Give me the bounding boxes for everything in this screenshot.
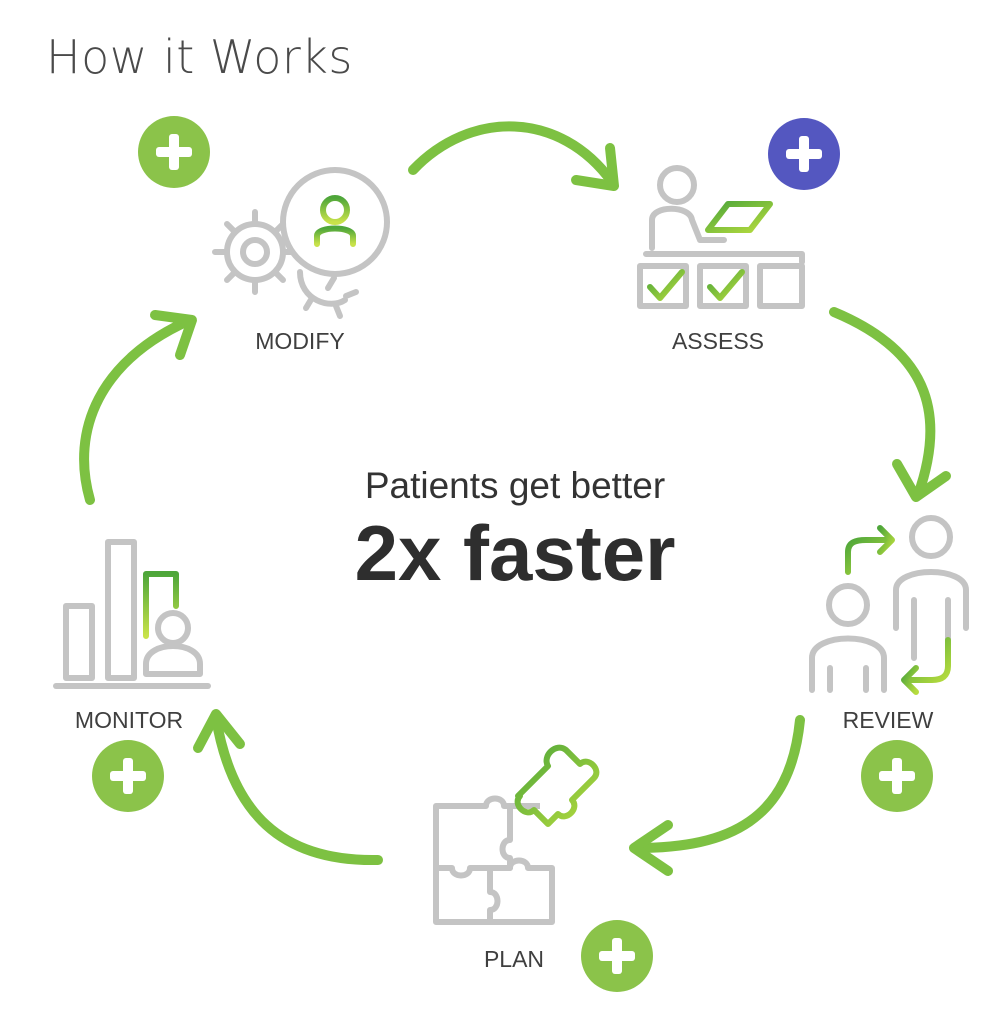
step-label-review: REVIEW — [842, 707, 934, 733]
puzzle-icon — [433, 744, 600, 925]
center-subtitle: Patients get better — [364, 465, 666, 506]
step-label-modify: MODIFY — [255, 328, 345, 354]
arrow-monitor-to-modify-icon — [79, 310, 197, 505]
arrow-modify-to-assess-icon — [408, 121, 619, 191]
cycle-arrows — [79, 121, 951, 876]
arrow-assess-to-review-icon — [829, 307, 951, 502]
gears-user-icon — [212, 167, 390, 319]
step-label-monitor: MONITOR — [74, 707, 184, 733]
center-headline: 2x faster — [354, 509, 676, 597]
arrow-review-to-plan-icon — [629, 715, 805, 876]
page-title: How it Works — [46, 30, 353, 84]
bar-chart-person-icon — [53, 539, 211, 689]
review-expand-button[interactable] — [861, 740, 933, 812]
arrow-plan-to-monitor-icon — [193, 709, 383, 866]
step-label-assess: ASSESS — [671, 328, 765, 354]
assessment-desk-icon — [637, 165, 805, 309]
plan-expand-button[interactable] — [581, 920, 653, 992]
monitor-expand-button[interactable] — [92, 740, 164, 812]
step-label-plan: PLAN — [483, 946, 545, 972]
modify-expand-button[interactable] — [138, 116, 210, 188]
assess-expand-button[interactable] — [768, 118, 840, 190]
people-review-icon — [809, 515, 969, 695]
